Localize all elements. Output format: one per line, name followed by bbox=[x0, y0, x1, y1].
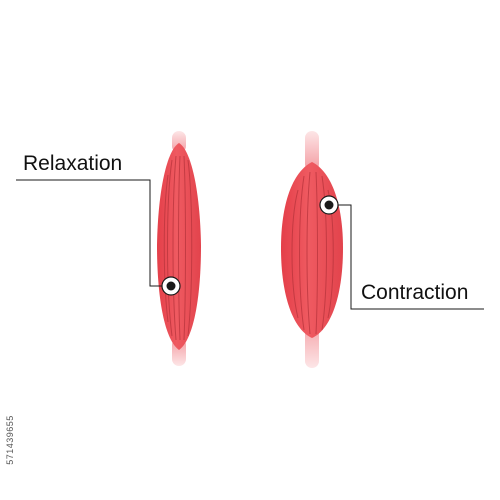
contraction-label: Contraction bbox=[361, 281, 469, 304]
relaxed-leader-line bbox=[16, 179, 162, 287]
stock-id-watermark: 571439655 bbox=[3, 390, 17, 490]
relaxed-muscle-icon bbox=[16, 131, 201, 366]
relaxed-marker-icon bbox=[161, 276, 181, 296]
contracted-marker-icon bbox=[319, 195, 339, 215]
stock-id-text: 571439655 bbox=[5, 415, 15, 465]
relaxed-fibers bbox=[163, 155, 193, 341]
contracted-tendon-top bbox=[305, 131, 319, 171]
relaxation-label: Relaxation bbox=[23, 152, 123, 175]
contracted-leader-line bbox=[338, 204, 484, 310]
contracted-muscle-icon bbox=[281, 131, 484, 368]
